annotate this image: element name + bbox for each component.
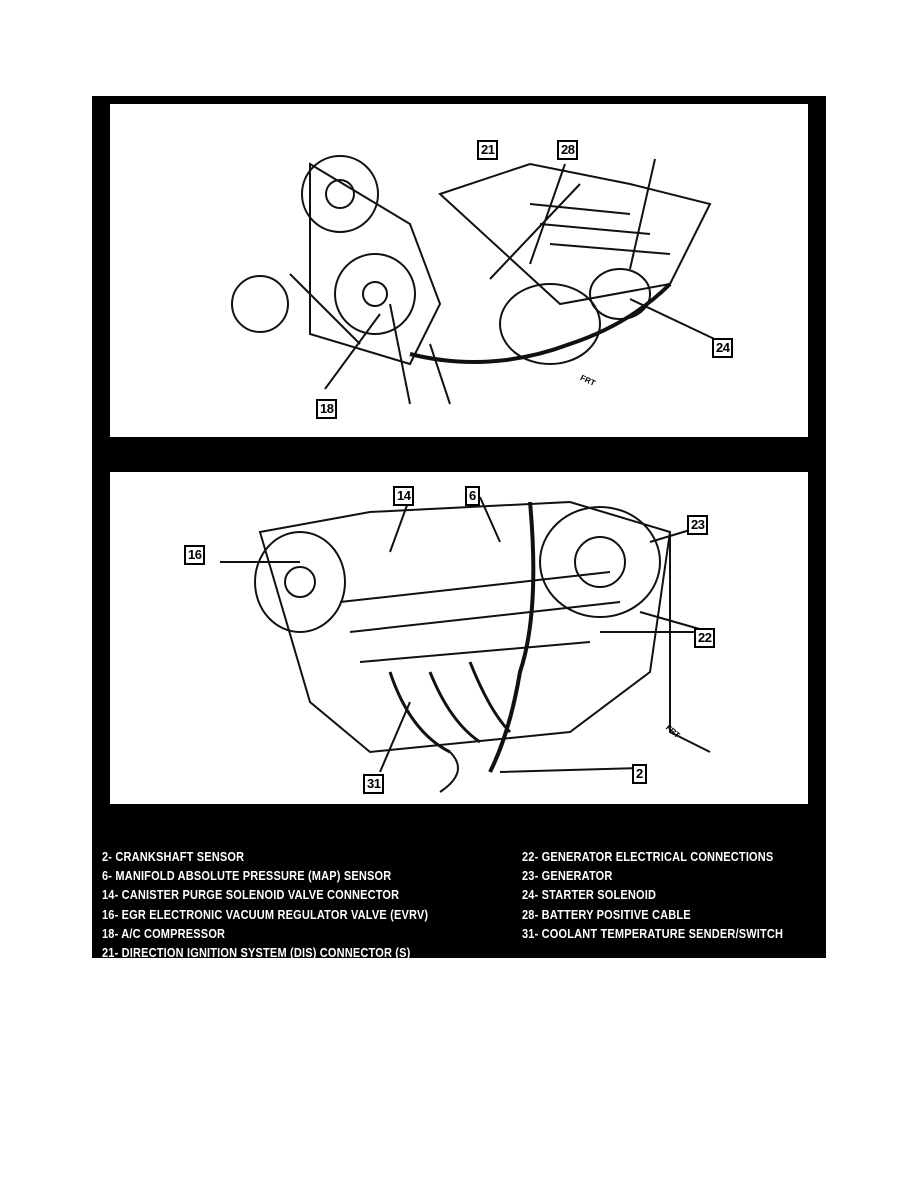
legend-item: 2- CRANKSHAFT SENSOR: [102, 850, 245, 864]
callout-28: 28: [557, 140, 579, 160]
legend-item: 6- MANIFOLD ABSOLUTE PRESSURE (MAP) SENS…: [102, 869, 392, 884]
callout-14: 14: [393, 486, 415, 506]
legend-item: 21- DIRECTION IGNITION SYSTEM (DIS) CONN…: [102, 946, 411, 961]
callout-16: 16: [184, 545, 206, 565]
callout-18: 18: [316, 399, 338, 419]
callout-22: 22: [694, 628, 716, 648]
legend-item: 24- STARTER SOLENOID: [522, 888, 657, 903]
top-engine-view: 21 28 24 18 FRT: [109, 103, 809, 438]
legend-item: 31- COOLANT TEMPERATURE SENDER/SWITCH: [522, 926, 784, 941]
callout-2: 2: [632, 764, 647, 784]
legend-item: 18- A/C COMPRESSOR: [102, 926, 226, 941]
diagram-panel: 21 28 24 18 FRT 14 6 23 16 22 31 2 FRT 2…: [92, 96, 826, 960]
callout-23: 23: [687, 515, 709, 535]
callout-21: 21: [477, 140, 499, 160]
legend-item: 23- GENERATOR: [522, 869, 613, 884]
legend-item: 22- GENERATOR ELECTRICAL CONNECTIONS: [522, 850, 774, 864]
callout-31: 31: [363, 774, 385, 794]
legend-right: 22- GENERATOR ELECTRICAL CONNECTIONS 23-…: [522, 848, 819, 944]
legend-item: 14- CANISTER PURGE SOLENOID VALVE CONNEC…: [102, 888, 400, 903]
legend-item: 28- BATTERY POSITIVE CABLE: [522, 907, 691, 922]
callout-24: 24: [712, 338, 734, 358]
engine-illustration-top: [231, 155, 726, 405]
legend-item: 16- EGR ELECTRONIC VACUUM REGULATOR VALV…: [102, 907, 429, 922]
legend-left: 2- CRANKSHAFT SENSOR 6- MANIFOLD ABSOLUT…: [102, 848, 473, 963]
callout-6: 6: [465, 486, 480, 506]
bottom-engine-view: 14 6 23 16 22 31 2 FRT: [109, 471, 809, 805]
engine-illustration-bottom: [220, 496, 711, 793]
